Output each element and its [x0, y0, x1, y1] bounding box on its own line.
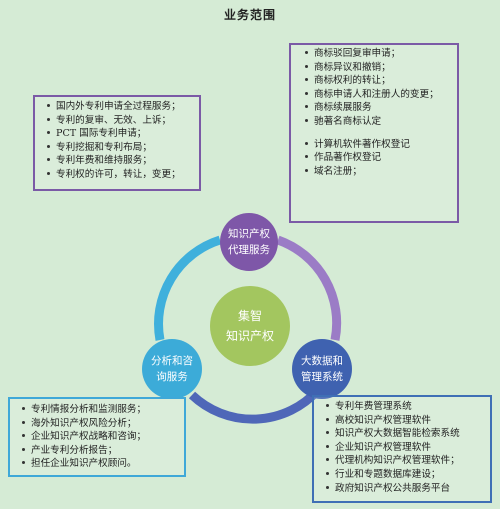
bullet-icon: [22, 447, 25, 451]
list-item: 专利权的许可，转让，变更；: [47, 168, 199, 182]
analysis-services-box: 专利情报分析和监测服务； 海外知识产权风险分析； 企业知识产权战略和咨询； 产业…: [8, 397, 186, 477]
list-item: 专利年费和维持服务；: [47, 154, 199, 168]
list-item: 行业和专题数据库建设；: [326, 468, 490, 482]
ring-arc-bottom: [188, 386, 322, 424]
list-item: 政府知识产权公共服务平台: [326, 482, 490, 496]
bullet-icon: [305, 91, 308, 95]
bullet-icon: [47, 144, 50, 148]
list-item: 计算机软件著作权登记: [305, 138, 457, 152]
list-item: 商标异议和撤销；: [305, 61, 457, 75]
bullet-icon: [47, 171, 50, 175]
patent-services-box: 国内外专利申请全过程服务； 专利的复审、无效、上诉； PCT 国际专利申请； 专…: [33, 95, 201, 191]
analysis-node: 分析和咨询服务: [142, 339, 202, 399]
bullet-icon: [326, 458, 329, 462]
list-item: 商标驳回复审申请；: [305, 47, 457, 61]
bullet-icon: [22, 461, 25, 465]
bullet-icon: [326, 471, 329, 475]
bullet-icon: [305, 64, 308, 68]
ring-arc-left: [154, 235, 222, 341]
list-item: 代理机构知识产权管理软件；: [326, 454, 490, 468]
center-node: 集智知识产权: [210, 286, 290, 366]
list-item: 企业知识产权战略和咨询；: [22, 430, 184, 444]
list-item: 国内外专利申请全过程服务；: [47, 100, 199, 114]
list-item: 商标申请人和注册人的变更；: [305, 88, 457, 102]
bullet-icon: [305, 118, 308, 122]
bullet-icon: [47, 158, 50, 162]
list-item: 专利年费管理系统: [326, 400, 490, 414]
bullet-icon: [305, 168, 308, 172]
list-item: 域名注册；: [305, 165, 457, 179]
bullet-icon: [47, 117, 50, 121]
bigdata-node: 大数据和管理系统: [292, 339, 352, 399]
bullet-icon: [305, 51, 308, 54]
bullet-icon: [305, 141, 308, 145]
bullet-icon: [326, 417, 329, 421]
list-item: 专利的复审、无效、上诉；: [47, 114, 199, 128]
bullet-icon: [22, 420, 25, 424]
bullet-icon: [305, 78, 308, 82]
list-item: 产业专利分析报告；: [22, 444, 184, 458]
bigdata-services-box: 专利年费管理系统 高校知识产权管理软件 知识产权大数据智能检索系统 企业知识产权…: [312, 395, 492, 503]
bullet-icon: [305, 155, 308, 159]
bullet-icon: [326, 431, 329, 435]
list-item: 高校知识产权管理软件: [326, 414, 490, 428]
bullet-icon: [326, 485, 329, 489]
ip-agency-node: 知识产权代理服务: [220, 213, 278, 271]
list-item: 商标权利的转让；: [305, 74, 457, 88]
bullet-icon: [326, 444, 329, 448]
list-item: 担任企业知识产权顾问。: [22, 457, 184, 471]
bullet-icon: [47, 131, 50, 135]
bullet-icon: [22, 434, 25, 438]
bullet-icon: [47, 104, 50, 107]
bullet-icon: [326, 404, 329, 407]
list-item: 驰著名商标认定: [305, 115, 457, 129]
bullet-icon: [22, 407, 25, 410]
bullet-icon: [305, 105, 308, 109]
list-item: 企业知识产权管理软件: [326, 441, 490, 455]
list-item: 海外知识产权风险分析；: [22, 417, 184, 431]
list-item: 作品著作权登记: [305, 151, 457, 165]
page-title: 业务范围: [223, 8, 276, 22]
list-item: PCT 国际专利申请；: [47, 127, 199, 141]
list-item: 商标续展服务: [305, 101, 457, 115]
list-item: 专利挖掘和专利布局；: [47, 141, 199, 155]
ring-arc-right: [276, 235, 342, 341]
list-item: 知识产权大数据智能检索系统: [326, 427, 490, 441]
trademark-services-box: 商标驳回复审申请； 商标异议和撤销； 商标权利的转让； 商标申请人和注册人的变更…: [289, 43, 459, 223]
list-item: 专利情报分析和监测服务；: [22, 403, 184, 417]
